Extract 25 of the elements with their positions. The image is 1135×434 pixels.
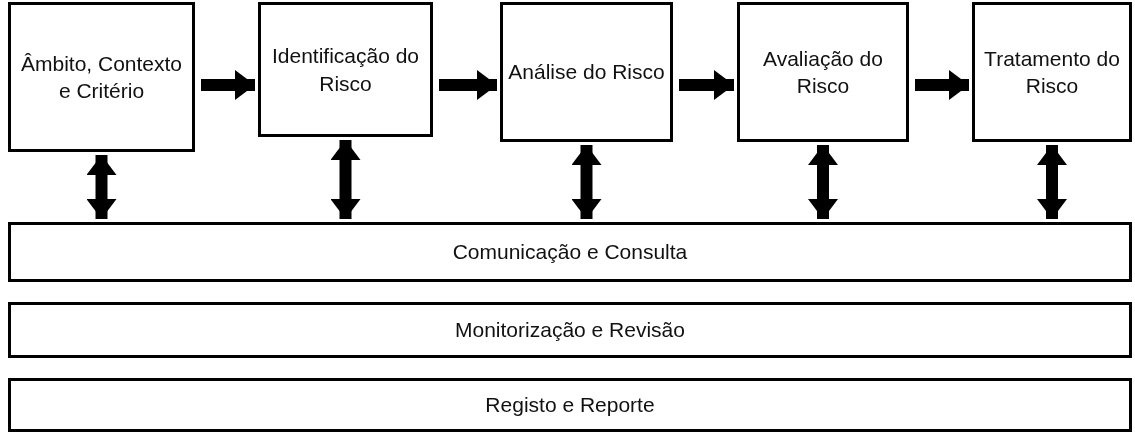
process-box	[8, 2, 195, 152]
block-arrow	[1037, 145, 1067, 219]
block-arrow	[679, 70, 734, 100]
box-label: Avaliação do Risco	[762, 45, 884, 99]
process-band	[8, 222, 1132, 282]
process-box	[500, 2, 673, 142]
box-label: Tratamento do Risco	[983, 45, 1121, 99]
process-box	[972, 2, 1132, 142]
box-label: Âmbito, Contexto e Critério	[19, 50, 184, 104]
block-arrow	[201, 70, 255, 100]
box-label: Identificação do Risco	[270, 43, 421, 97]
block-arrow	[330, 140, 361, 219]
box-label: Comunicação e Consulta	[452, 239, 688, 266]
process-box	[258, 2, 433, 137]
box-label: Análise do Risco	[508, 59, 665, 86]
process-box	[737, 2, 909, 142]
block-arrow	[808, 145, 838, 219]
block-arrow	[571, 145, 602, 219]
process-band	[8, 302, 1132, 358]
process-band	[8, 378, 1132, 432]
box-label: Monitorização e Revisão	[455, 317, 685, 344]
block-arrow	[439, 70, 497, 100]
block-arrow	[86, 155, 117, 219]
box-label: Registo e Reporte	[485, 392, 655, 419]
block-arrow	[915, 70, 969, 100]
